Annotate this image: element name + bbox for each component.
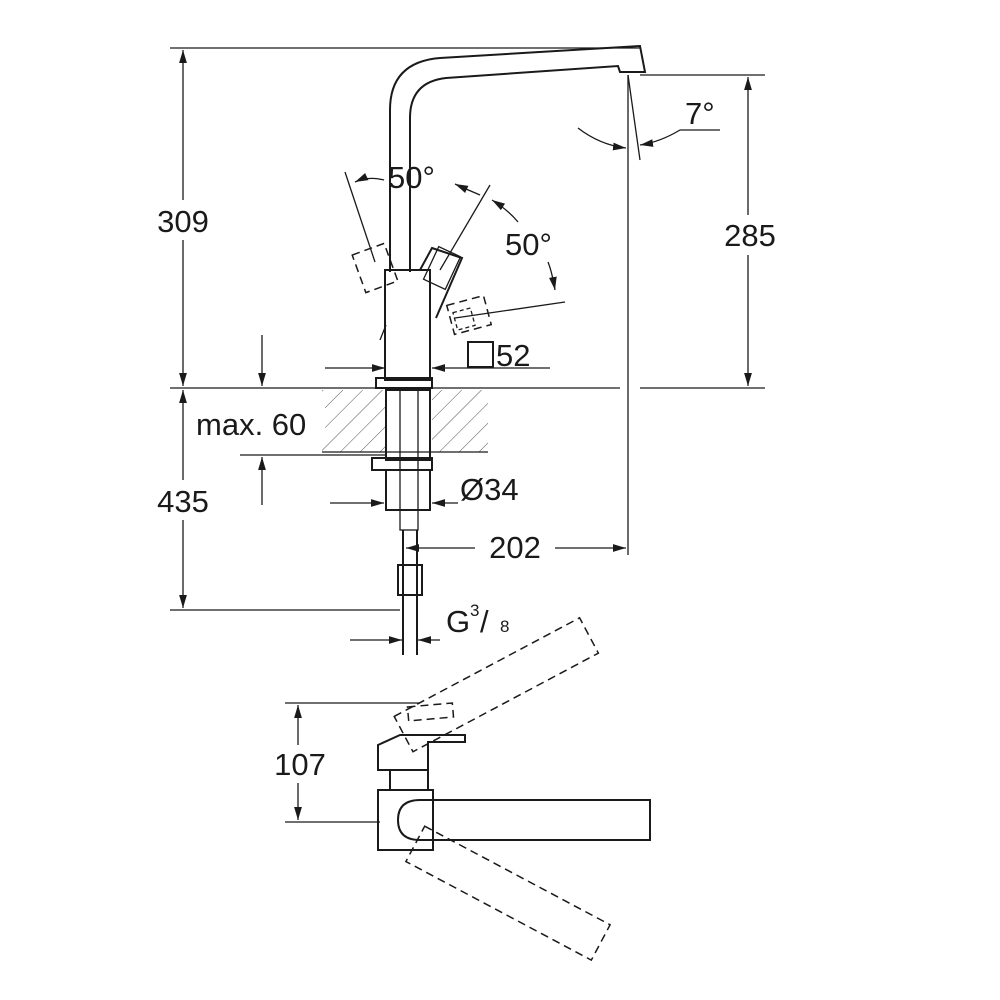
dim-309: 309 — [157, 204, 209, 239]
dim-diameter-34: Ø34 — [460, 472, 519, 507]
dim-435: 435 — [157, 484, 209, 519]
dim-max-60: max. 60 — [196, 407, 306, 442]
thread-denominator: 8 — [500, 617, 509, 636]
lever-limit-left — [344, 171, 376, 263]
dim-square-52: 52 — [496, 338, 530, 373]
dim-7-degree: 7° — [685, 96, 715, 131]
faucet-top-view — [377, 616, 651, 962]
thread-numerator: 3 — [470, 601, 479, 620]
dim-50-degree-right: 50° — [505, 227, 552, 262]
dim-107: 107 — [274, 747, 326, 782]
lever-limit-center — [439, 184, 491, 271]
spout-angle-line — [627, 74, 641, 161]
dim-thread-g-3-8: G 3 / 8 — [446, 601, 509, 639]
thread-prefix: G — [446, 604, 470, 639]
thread-slash: / — [480, 604, 489, 639]
countertop-section — [322, 389, 488, 655]
lever-limit-right — [454, 301, 566, 319]
dim-50-degree-left: 50° — [388, 160, 435, 195]
faucet-side-view — [351, 44, 647, 389]
square-symbol — [467, 341, 494, 368]
dim-202: 202 — [489, 530, 541, 565]
dim-285: 285 — [724, 218, 776, 253]
